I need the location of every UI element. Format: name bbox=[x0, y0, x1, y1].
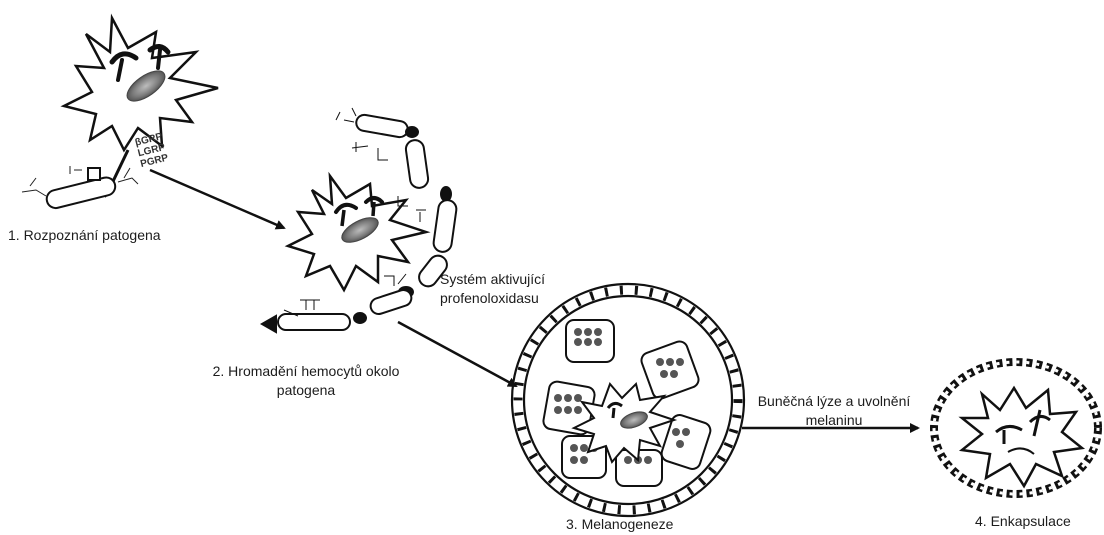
step-4-label: 4. Enkapsulace bbox=[975, 512, 1071, 531]
prophenoloxidase-label-line2: profenoloxidasu bbox=[440, 289, 545, 308]
step-2-label-line1: 2. Hromadění hemocytů okolo bbox=[186, 362, 426, 381]
step-1-label: 1. Rozpoznání patogena bbox=[8, 226, 161, 245]
prophenoloxidase-label: Systém aktivující profenoloxidasu bbox=[440, 270, 545, 308]
encapsulated-pathogen-icon bbox=[934, 362, 1098, 494]
lysis-label-line1: Buněčná lýze a uvolnění bbox=[744, 392, 924, 411]
signal-arrow bbox=[150, 170, 284, 228]
pathogen-star-icon bbox=[288, 176, 426, 290]
hemocyte-cell-icon bbox=[22, 166, 138, 210]
step-3-label: 3. Melanogeneze bbox=[566, 515, 673, 534]
prophenoloxidase-label-line1: Systém aktivující bbox=[440, 270, 545, 289]
step-2-label-line2: patogena bbox=[186, 381, 426, 400]
step-2-label: 2. Hromadění hemocytů okolo patogena bbox=[186, 362, 426, 400]
pathogen-star-icon bbox=[64, 18, 218, 150]
lysis-label: Buněčná lýze a uvolnění melaninu bbox=[744, 392, 924, 430]
lysis-label-line2: melaninu bbox=[744, 411, 924, 430]
